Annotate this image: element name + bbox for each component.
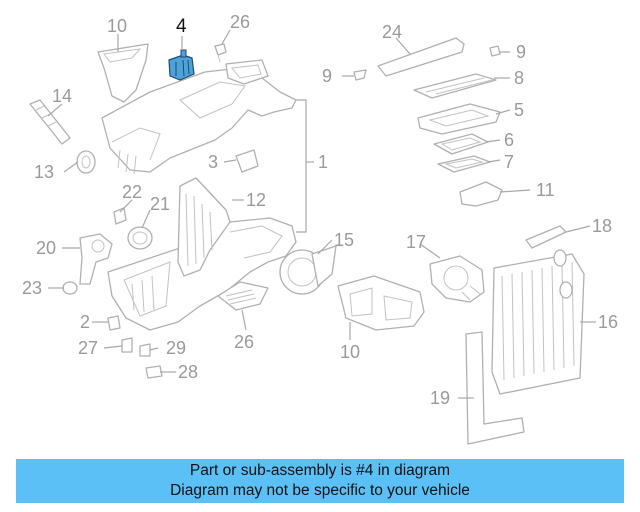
callout-3: 3	[208, 152, 218, 172]
callout-21: 20	[36, 238, 56, 258]
part-13-core	[177, 177, 231, 277]
callout-1: 1	[318, 152, 328, 172]
callout-23: 22	[122, 182, 142, 202]
callout-22: 21	[150, 194, 170, 214]
callout-18: 17	[406, 232, 426, 252]
callout-17: 16	[598, 312, 618, 332]
part-14-grommet	[76, 150, 96, 174]
part-12-bracket	[459, 181, 503, 207]
part-4-highlighted-actuator	[168, 49, 195, 81]
part-23-clip	[113, 207, 127, 225]
part-30-clip	[139, 343, 151, 357]
callout-25: 24	[382, 22, 402, 42]
callout-9b: 9	[322, 66, 332, 86]
part-17-heater-core	[491, 249, 585, 395]
parts-diagram: 10 4 26 14 13 3 1 12 22 21 20 23 2 27 29…	[22, 12, 618, 445]
part-19-seal-strip	[525, 225, 567, 249]
callout-5: 5	[514, 100, 524, 120]
callout-12: 11	[536, 180, 555, 200]
callout-27: 26	[234, 332, 254, 352]
part-9-clip-a	[489, 45, 501, 57]
callout-7: 7	[504, 152, 514, 172]
part-27-grille	[217, 281, 269, 311]
callout-labels: 10 4 26 14 13 3 1 12 22 21 20 23 2 27 29…	[22, 12, 618, 408]
callout-16: 15	[334, 230, 354, 250]
part-3-bracket	[235, 149, 259, 173]
callout-19: 18	[592, 216, 612, 236]
part-9-clip-b	[353, 69, 367, 81]
callout-30: 29	[166, 338, 186, 358]
callout-28: 27	[78, 338, 98, 358]
part-16-blower-motor	[279, 245, 337, 295]
upper-heater-housing	[101, 59, 297, 175]
part-5-tray	[417, 103, 501, 135]
callout-2: 2	[80, 312, 90, 332]
leader-lines	[47, 29, 596, 399]
part-22-ring	[127, 226, 153, 250]
callout-8: 8	[514, 68, 524, 88]
part-15-sensor	[29, 99, 71, 145]
callout-10: 10	[340, 342, 360, 362]
part-26-screw	[214, 43, 227, 63]
callout-4-highlighted: 4	[176, 16, 187, 37]
banner-line-1: Part or sub-assembly is #4 in diagram	[189, 462, 451, 479]
part-20-seal	[465, 331, 525, 445]
callout-11: 10	[107, 16, 127, 36]
part-18-component	[429, 255, 485, 303]
part-28-clip	[121, 337, 133, 353]
callout-9a: 9	[516, 42, 526, 62]
callout-29: 28	[178, 362, 198, 382]
part-10-module	[337, 275, 425, 331]
banner-line-2: Diagram may not be specific to your vehi…	[170, 482, 470, 499]
part-11-duct	[97, 43, 149, 103]
callout-20: 19	[430, 388, 450, 408]
part-25-rail	[377, 37, 465, 77]
info-banner: Part or sub-assembly is #4 in diagram Di…	[16, 459, 624, 503]
part-2-clip	[107, 315, 121, 331]
callout-6: 6	[504, 130, 514, 150]
callout-26: 26	[230, 12, 250, 32]
callout-13: 12	[246, 190, 266, 210]
part-29-clip	[145, 365, 163, 379]
callout-24: 23	[22, 278, 42, 298]
callout-14: 13	[34, 162, 54, 182]
lower-heater-housing	[107, 217, 297, 331]
part-24-nut	[62, 281, 78, 295]
callout-15: 14	[52, 86, 72, 106]
part-21-valve	[79, 233, 113, 285]
part-8-filter	[413, 73, 497, 99]
